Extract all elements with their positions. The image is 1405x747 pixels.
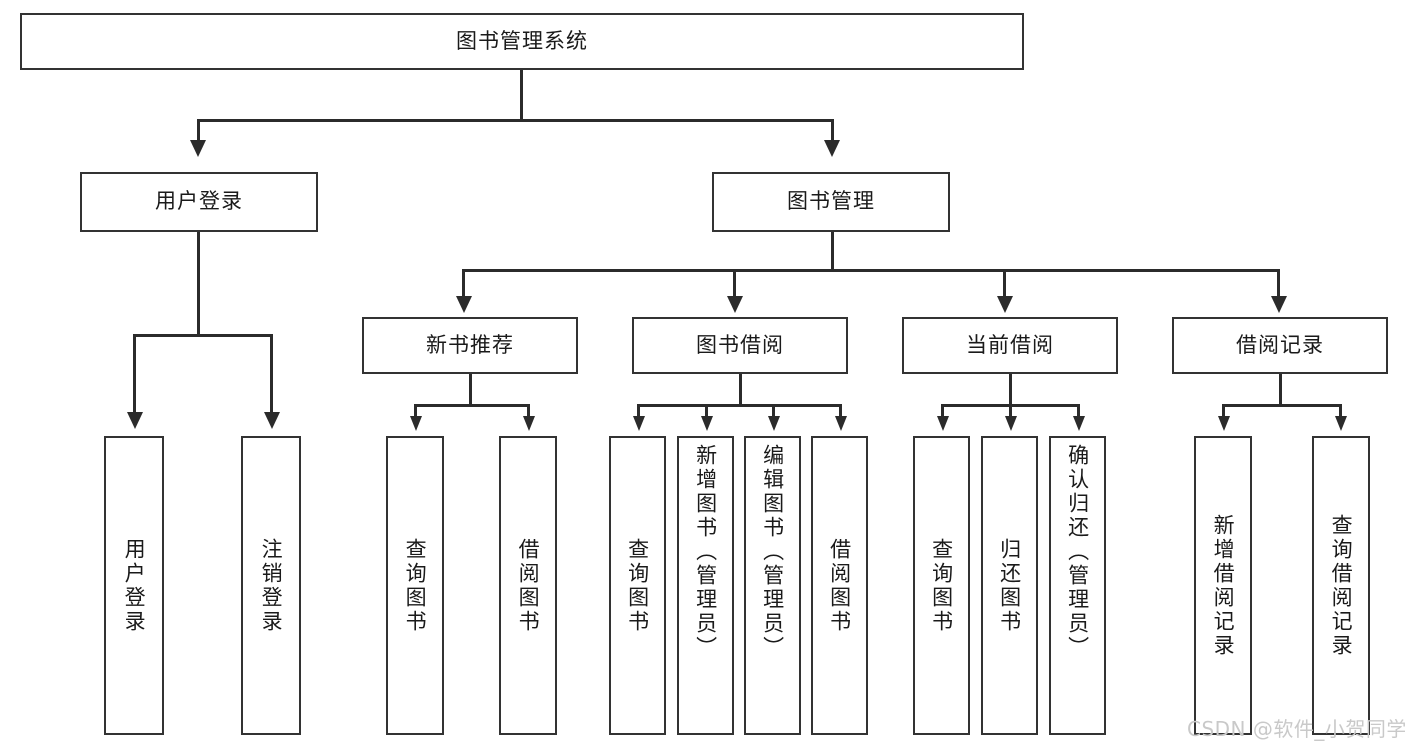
- connector-cb-drop-1: [941, 404, 944, 418]
- connector-br-drop-2: [1339, 404, 1342, 418]
- node-label: 查询图书: [403, 537, 428, 634]
- connector-bb-drop-3: [772, 404, 775, 418]
- connector-bb-drop-1: [637, 404, 640, 418]
- arrow-to-leaf-nbr-query-book: [410, 416, 422, 431]
- connector-bb-drop-2: [705, 404, 708, 418]
- node-label: 用户登录: [155, 189, 243, 214]
- connector-user-login-drop-2: [270, 334, 273, 414]
- leaf-br-query-record[interactable]: 查询借阅记录: [1312, 436, 1370, 735]
- leaf-bb-add-book[interactable]: 新增图书（管理员）: [677, 436, 734, 735]
- arrow-to-leaf-cb-return-book: [1005, 416, 1017, 431]
- node-label: 用户登录: [122, 537, 147, 634]
- arrow-to-new-book-recommend: [456, 296, 472, 313]
- connector-bb-drop-4: [839, 404, 842, 418]
- arrow-to-leaf-bb-borrow-book: [835, 416, 847, 431]
- node-label: 查询借阅记录: [1329, 513, 1354, 658]
- leaf-bb-borrow-book[interactable]: 借阅图书: [811, 436, 868, 735]
- connector-bb-stem: [739, 374, 742, 406]
- node-label: 新增借阅记录: [1211, 513, 1236, 658]
- connector-bm-drop-2: [733, 269, 736, 297]
- node-root-book-management-system[interactable]: 图书管理系统: [20, 13, 1024, 70]
- connector-nbr-drop-1: [414, 404, 417, 418]
- node-current-borrow[interactable]: 当前借阅: [902, 317, 1118, 374]
- node-label: 图书管理: [787, 189, 875, 214]
- leaf-cb-confirm-return[interactable]: 确认归还（管理员）: [1049, 436, 1106, 735]
- connector-user-login-drop-1: [133, 334, 136, 414]
- node-label: 图书借阅: [696, 332, 784, 357]
- node-label: 图书管理系统: [456, 28, 588, 53]
- connector-cb-drop-2: [1009, 404, 1012, 418]
- node-label: 注销登录: [259, 537, 284, 634]
- arrow-to-leaf-nbr-borrow-book: [523, 416, 535, 431]
- arrow-to-leaf-bb-query-book: [633, 416, 645, 431]
- connector-bm-drop-1: [462, 269, 465, 297]
- node-label: 借阅图书: [516, 537, 541, 634]
- arrow-to-leaf-br-add-record: [1218, 416, 1230, 431]
- node-label: 归还图书: [997, 537, 1022, 634]
- connector-user-login-stem: [197, 232, 200, 336]
- node-label: 借阅图书: [827, 537, 852, 634]
- node-borrow-record[interactable]: 借阅记录: [1172, 317, 1388, 374]
- connector-bb-bus: [637, 404, 842, 407]
- node-book-management[interactable]: 图书管理: [712, 172, 950, 232]
- connector-cb-drop-3: [1077, 404, 1080, 418]
- node-label: 确认归还（管理员）: [1065, 444, 1090, 660]
- node-label: 编辑图书（管理员）: [760, 444, 785, 660]
- connector-nbr-drop-2: [527, 404, 530, 418]
- arrow-to-book-management: [824, 140, 840, 157]
- leaf-bb-edit-book[interactable]: 编辑图书（管理员）: [744, 436, 801, 735]
- connector-root-drop-right: [831, 119, 834, 142]
- arrow-to-leaf-cb-query-book: [937, 416, 949, 431]
- arrow-to-leaf-bb-edit-book: [768, 416, 780, 431]
- arrow-to-current-borrow: [997, 296, 1013, 313]
- connector-bm-drop-4: [1277, 269, 1280, 297]
- connector-root-drop-left: [197, 119, 200, 142]
- node-book-borrow[interactable]: 图书借阅: [632, 317, 848, 374]
- watermark-text: CSDN @软件_小贺同学: [1187, 717, 1405, 741]
- arrow-to-leaf-logout: [264, 412, 280, 429]
- node-label: 当前借阅: [966, 332, 1054, 357]
- node-new-book-recommend[interactable]: 新书推荐: [362, 317, 578, 374]
- arrow-to-leaf-cb-confirm-return: [1073, 416, 1085, 431]
- leaf-cb-query-book[interactable]: 查询图书: [913, 436, 970, 735]
- connector-cb-stem: [1009, 374, 1012, 406]
- connector-nbr-bus: [414, 404, 530, 407]
- node-label: 新增图书（管理员）: [693, 444, 718, 660]
- node-label: 查询图书: [929, 537, 954, 634]
- arrow-to-borrow-record: [1271, 296, 1287, 313]
- arrow-to-book-borrow: [727, 296, 743, 313]
- connector-root-bus: [197, 119, 834, 122]
- leaf-cb-return-book[interactable]: 归还图书: [981, 436, 1038, 735]
- connector-root-stem: [520, 70, 523, 120]
- leaf-nbr-query-book[interactable]: 查询图书: [386, 436, 444, 735]
- leaf-logout[interactable]: 注销登录: [241, 436, 301, 735]
- node-user-login[interactable]: 用户登录: [80, 172, 318, 232]
- connector-nbr-stem: [469, 374, 472, 406]
- arrow-to-leaf-user-login: [127, 412, 143, 429]
- leaf-user-login[interactable]: 用户登录: [104, 436, 164, 735]
- connector-bm-drop-3: [1003, 269, 1006, 297]
- leaf-br-add-record[interactable]: 新增借阅记录: [1194, 436, 1252, 735]
- connector-user-login-bus: [133, 334, 272, 337]
- leaf-bb-query-book[interactable]: 查询图书: [609, 436, 666, 735]
- connector-br-bus: [1222, 404, 1342, 407]
- arrow-to-leaf-bb-add-book: [701, 416, 713, 431]
- node-label: 新书推荐: [426, 332, 514, 357]
- connector-book-management-stem: [831, 232, 834, 271]
- node-label: 借阅记录: [1236, 332, 1324, 357]
- node-label: 查询图书: [625, 537, 650, 634]
- connector-book-management-bus: [462, 269, 1280, 272]
- connector-br-stem: [1279, 374, 1282, 406]
- leaf-nbr-borrow-book[interactable]: 借阅图书: [499, 436, 557, 735]
- arrow-to-leaf-br-query-record: [1335, 416, 1347, 431]
- arrow-to-user-login: [190, 140, 206, 157]
- connector-br-drop-1: [1222, 404, 1225, 418]
